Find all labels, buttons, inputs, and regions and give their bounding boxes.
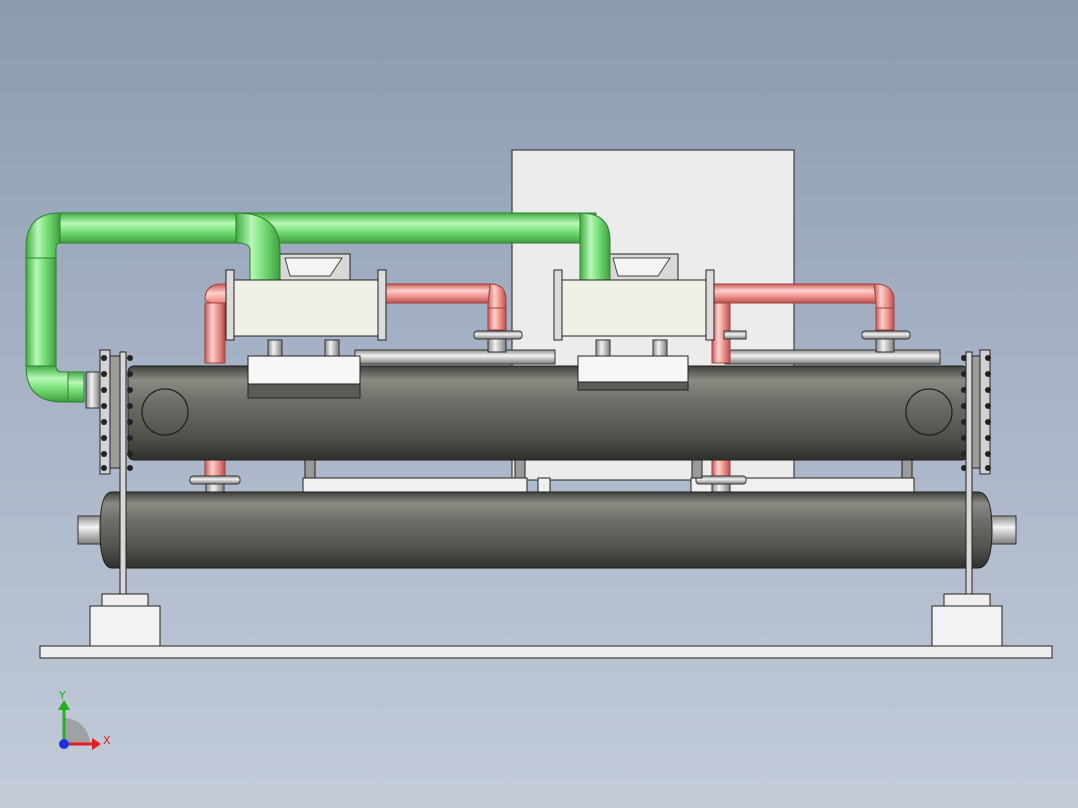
red-discharge-pipe-left[interactable] (204, 283, 507, 481)
red-discharge-pipe-right[interactable] (711, 283, 895, 481)
compressor-left[interactable] (225, 269, 387, 399)
pipe-flange-left[interactable] (473, 330, 523, 353)
x-axis-arrowhead (92, 738, 101, 750)
lower-shell-evaporator[interactable] (77, 491, 1017, 569)
base-plate[interactable] (39, 645, 1053, 659)
green-suction-pipe[interactable] (25, 212, 611, 403)
support-leg-right[interactable] (931, 351, 1003, 647)
support-leg-left[interactable] (89, 351, 161, 647)
pipe-flange-right[interactable] (723, 330, 911, 353)
pipe-flange-bottom-left[interactable] (189, 475, 241, 495)
triad-rotation-arc (64, 718, 90, 744)
flange-bolts-left (101, 355, 133, 471)
compressor-right-top[interactable] (605, 253, 679, 281)
shell-support-mid (514, 459, 526, 479)
compressor-right[interactable] (553, 269, 715, 391)
x-axis-label: X (103, 734, 111, 747)
z-axis-dot (59, 739, 69, 749)
compressor-left-top[interactable] (277, 253, 351, 281)
end-flange-left[interactable] (85, 349, 123, 475)
shell-support-mid2 (691, 459, 703, 479)
shell-support-left (304, 459, 316, 479)
y-axis-arrowhead (58, 700, 70, 710)
y-axis-label: Y (58, 689, 66, 702)
shell-support-right (901, 459, 913, 479)
